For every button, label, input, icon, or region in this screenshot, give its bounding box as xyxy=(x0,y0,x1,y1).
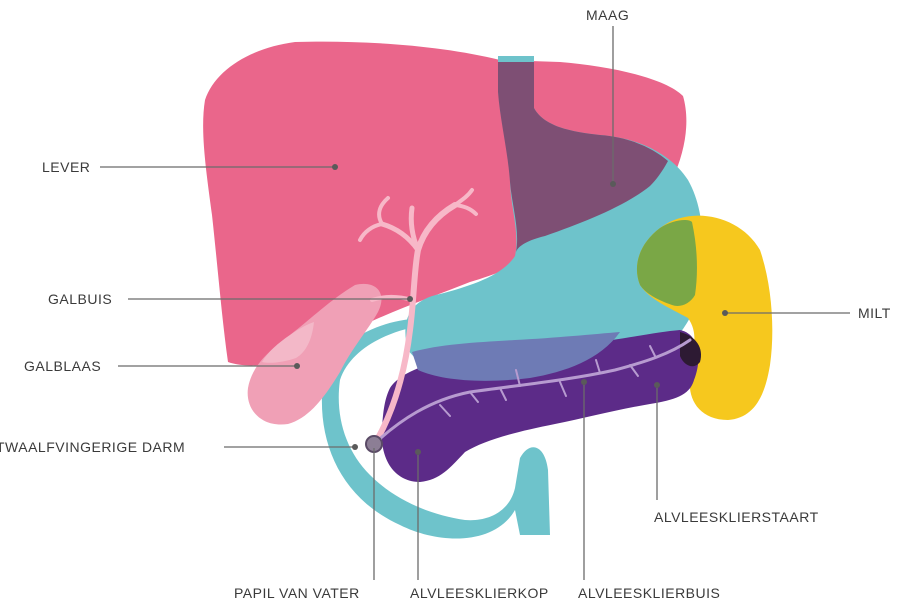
label-galblaas: GALBLAAS xyxy=(24,358,101,374)
label-alvleesklierstaart: ALVLEESKLIERSTAART xyxy=(654,509,819,525)
label-maag: MAAG xyxy=(586,7,629,23)
label-papil-van-vater: PAPIL VAN VATER xyxy=(234,585,360,601)
label-galbuis: GALBUIS xyxy=(48,291,112,307)
label-alvleesklierbuis: ALVLEESKLIERBUIS xyxy=(578,585,720,601)
label-twaalfvingerige-darm: TWAALFVINGERIGE DARM xyxy=(0,439,185,455)
label-lever: LEVER xyxy=(42,159,90,175)
organs xyxy=(203,42,772,539)
label-alvleesklierkop: ALVLEESKLIERKOP xyxy=(410,585,549,601)
label-milt: MILT xyxy=(858,305,891,321)
